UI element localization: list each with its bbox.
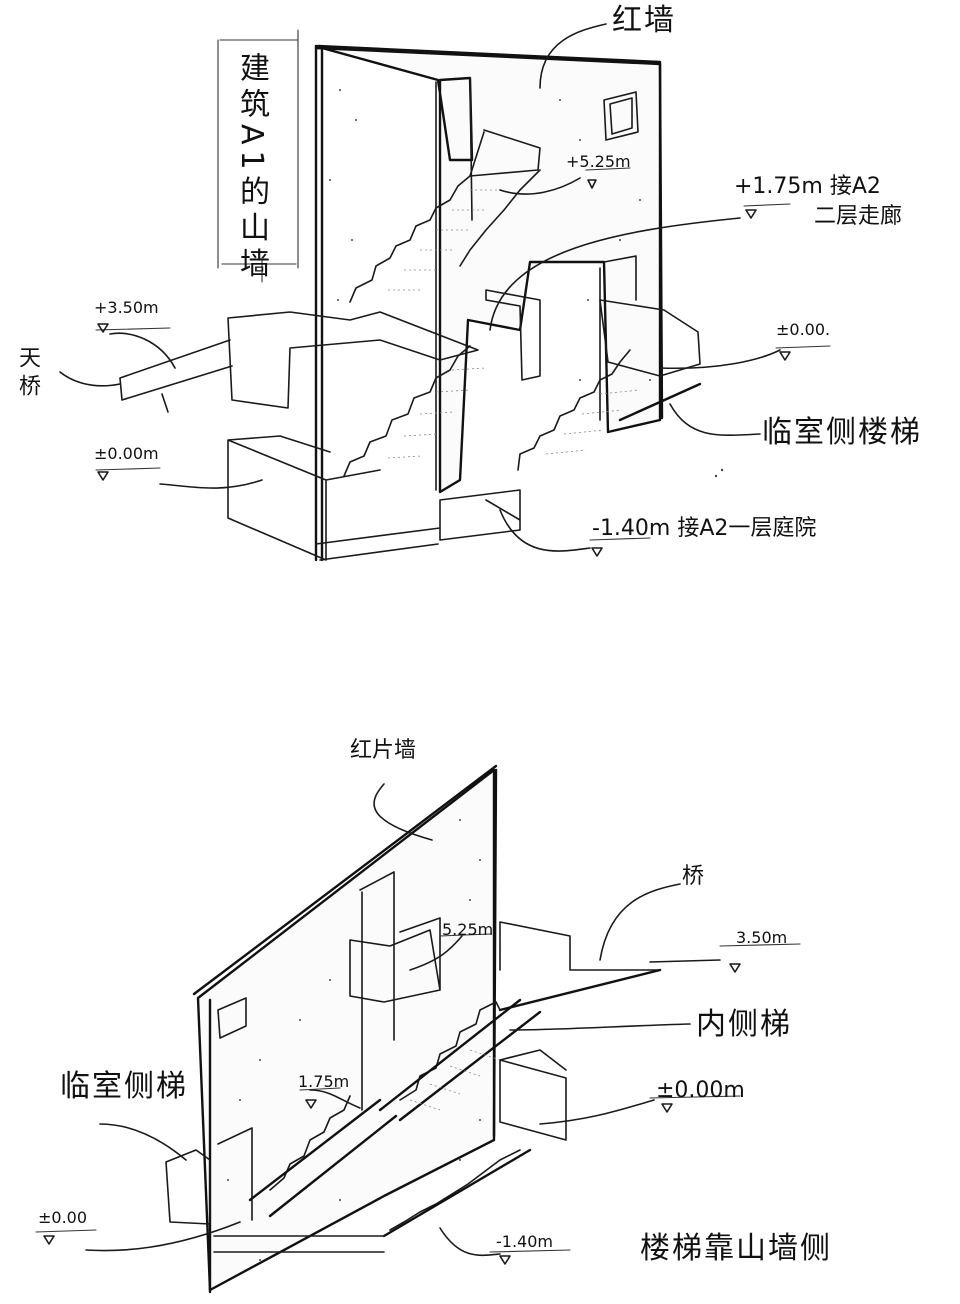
leader-b-bridge: [599, 883, 681, 961]
top-court: [439, 489, 521, 541]
top-stair-rail-upper: [459, 169, 541, 267]
leader-000-right: [659, 349, 781, 370]
top-label-350: +3.50m: [94, 298, 159, 317]
top-level-underlines: [95, 167, 831, 541]
leader-b-175: [309, 1089, 361, 1109]
bottom-lower-rail: [382, 1148, 532, 1238]
bottom-door-upper: [359, 871, 395, 1111]
leader-000-left: [159, 479, 263, 489]
top-door-2: [599, 255, 637, 421]
bottom-door-lower: [217, 1127, 253, 1221]
bottom-wall-edges: [192, 764, 498, 1138]
top-label-000-left: ±0.00m: [94, 444, 159, 463]
bottom-label-350: 3.50m: [736, 928, 788, 947]
bottom-label-525: 5.25m: [442, 920, 494, 939]
bottom-bridge: [499, 921, 661, 1011]
leader-b-inner: [509, 1023, 691, 1031]
leader-room-stair: [669, 403, 761, 437]
top-label-bridge: 天桥: [15, 346, 40, 402]
top-stair-flight-mid: [343, 345, 471, 477]
leader-red-wall: [539, 23, 607, 89]
top-stair-flight-right: [517, 349, 631, 471]
wall-left-edge: [314, 44, 324, 562]
leader-175: [489, 217, 741, 331]
bottom-label-red-wall: 红片墙: [350, 738, 417, 763]
top-stair-flight-upper: [349, 175, 471, 303]
bottom-label-m140: -1.40m: [496, 1232, 553, 1251]
top-window: [603, 91, 639, 141]
top-label-m140: -1.40m 接A2一层庭院: [592, 516, 817, 541]
bottom-label-000-right: ±0.00m: [656, 1078, 745, 1103]
leader-b-000r: [539, 1099, 655, 1125]
top-label-red-wall: 红墙: [612, 3, 676, 38]
bottom-label-000-left: ±0.00: [38, 1208, 88, 1227]
title-frame: [217, 29, 299, 283]
wall-top-edge: [316, 44, 664, 420]
leader-b-redwall: [373, 783, 433, 841]
top-label-175-sub: 二层走廊: [814, 204, 903, 229]
top-landing-upper: [469, 129, 541, 177]
gable-wall: [314, 46, 662, 494]
bottom-ground: [213, 1235, 385, 1253]
top-title-vertical: 建筑A1的山墙: [234, 52, 269, 284]
top-right-rail: [618, 382, 702, 422]
top-label-000-right: ±0.00.: [776, 320, 831, 339]
bottom-box-525: [349, 917, 441, 1003]
top-landing-175: [485, 289, 541, 381]
leader-525: [499, 177, 581, 195]
leader-m140: [499, 509, 591, 552]
top-base: [315, 527, 441, 561]
bottom-left-box: [165, 1149, 211, 1225]
leader-b-m140: [439, 1227, 501, 1257]
top-bridge-box: [227, 311, 479, 409]
leader-b-525: [409, 935, 463, 971]
bottom-label-bridge: 桥: [682, 864, 705, 889]
top-stair-hatch-mid: [387, 367, 487, 459]
bottom-label-inner-stair: 内侧梯: [696, 1007, 792, 1042]
top-skybridge: [119, 339, 233, 413]
top-axonometric: [59, 23, 831, 562]
top-lower-box: [227, 435, 381, 561]
bottom-window: [217, 997, 247, 1039]
top-door-1: [435, 77, 473, 491]
top-label-175: +1.75m 接A2: [734, 174, 881, 199]
top-label-525: +5.25m: [566, 152, 631, 171]
bottom-bridge-edge: [498, 968, 662, 1012]
leader-b-350: [649, 959, 721, 963]
bottom-gable-wall: [196, 768, 496, 1292]
top-right-landing: [599, 299, 701, 377]
bottom-room-stair-rails: [248, 1098, 398, 1218]
top-stair-hatch-right: [545, 389, 641, 455]
top-stair-hatch-upper: [388, 189, 500, 291]
leader-b-room-stair: [99, 1123, 187, 1161]
leader-b-000l: [85, 1221, 241, 1252]
leader-350: [109, 332, 176, 369]
bottom-level-underlines: [35, 933, 801, 1253]
bottom-inner-stair-hatch: [409, 1049, 501, 1111]
bottom-box-000: [499, 1049, 567, 1141]
leader-bridge: [59, 371, 121, 387]
bottom-caption: 楼梯靠山墙侧: [640, 1231, 832, 1266]
bottom-label-room-stair: 临室侧梯: [60, 1069, 188, 1104]
bottom-lower-flight: [389, 1149, 521, 1231]
stipple: [227, 89, 724, 1261]
level-markers: [43, 179, 791, 1265]
top-label-room-stair: 临室侧楼梯: [762, 415, 922, 450]
bottom-label-175: 1.75m: [298, 1072, 350, 1091]
bottom-axonometric: [35, 764, 801, 1294]
